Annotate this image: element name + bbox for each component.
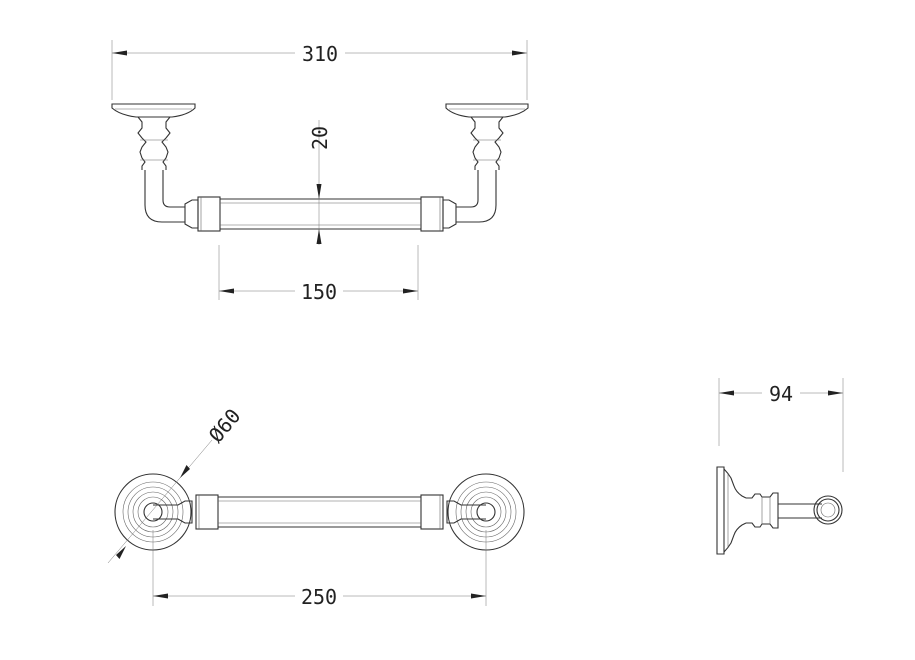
right-mount	[442, 103, 529, 229]
front-view: 310 20 150	[111, 40, 529, 304]
side-profile	[716, 466, 843, 555]
dimension-label-94: 94	[769, 382, 793, 406]
dimension-20: 20	[308, 120, 332, 245]
side-view: 94	[716, 378, 844, 555]
grab-bar-plan	[195, 494, 444, 530]
left-rosette	[114, 473, 193, 551]
dimension-label-310: 310	[302, 42, 338, 66]
dimension-150: 150	[218, 245, 419, 304]
grab-bar-front	[197, 196, 444, 232]
dimension-label-20: 20	[308, 126, 332, 150]
dimension-label-diameter: Ø60	[204, 404, 246, 447]
plan-view: Ø60 250	[107, 404, 525, 609]
dimension-label-150: 150	[301, 280, 337, 304]
left-mount	[111, 103, 199, 229]
dimension-94: 94	[718, 378, 844, 472]
dimension-310: 310	[111, 40, 528, 100]
dimension-250: 250	[152, 530, 487, 609]
dimension-label-250: 250	[301, 585, 337, 609]
right-rosette	[446, 473, 525, 551]
